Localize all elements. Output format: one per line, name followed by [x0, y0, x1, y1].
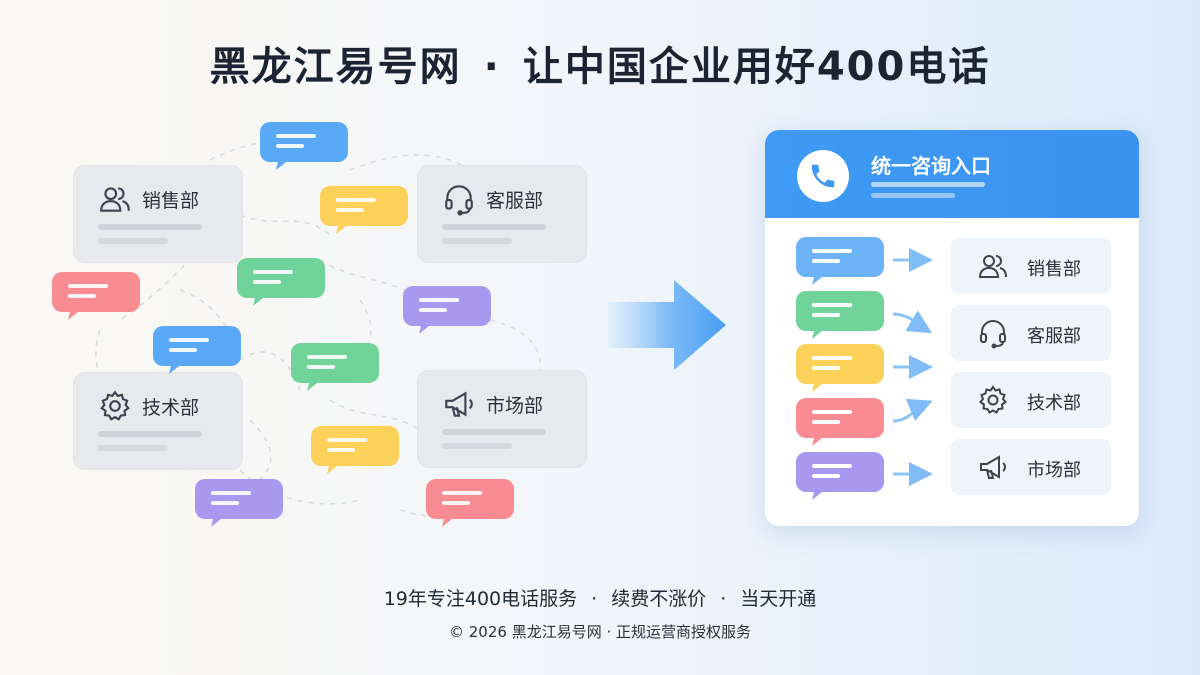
- unified-entry-panel: 统一咨询入口 销售部: [765, 130, 1139, 526]
- users-icon: [978, 255, 1007, 278]
- title-separator: ·: [483, 44, 501, 90]
- feature-item: 当天开通: [740, 588, 817, 610]
- route-bubble-green: [796, 291, 884, 339]
- dept-label: 客服部: [486, 189, 544, 212]
- route-dest-tech: 技术部: [951, 372, 1111, 428]
- feature-separator: ·: [720, 588, 727, 610]
- chat-bubble-yellow: [311, 426, 399, 474]
- chat-bubble-yellow: [320, 186, 408, 234]
- dept-label: 销售部: [142, 189, 200, 212]
- brand-name: 黑龙江易号网: [209, 44, 462, 90]
- dest-label: 技术部: [1027, 393, 1081, 414]
- chat-bubble-blue: [153, 326, 241, 374]
- dest-label: 销售部: [1027, 259, 1081, 280]
- chat-bubble-purple: [195, 479, 283, 527]
- feature-item: 19年专注400电话服务: [383, 588, 578, 610]
- feature-item: 续费不涨价: [611, 588, 707, 610]
- users-icon: [100, 187, 130, 212]
- gear-icon: [100, 390, 130, 421]
- feature-separator: ·: [591, 588, 598, 610]
- scattered-dept-service: 客服部: [417, 165, 587, 263]
- panel-header: 统一咨询入口: [765, 130, 1139, 218]
- megaphone-icon: [980, 455, 1006, 479]
- page-title: 黑龙江易号网 · 让中国企业用好400电话: [0, 34, 1200, 92]
- chat-bubble-purple: [403, 286, 491, 334]
- route-bubble-yellow: [796, 344, 884, 392]
- scattered-dept-marketing: 市场部: [417, 370, 587, 468]
- route-dest-service: 客服部: [951, 305, 1111, 361]
- gear-icon: [979, 385, 1007, 414]
- dest-label: 客服部: [1027, 326, 1081, 347]
- headset-icon: [980, 320, 1006, 349]
- scattered-dept-sales: 销售部: [73, 165, 243, 263]
- route-dest-sales: 销售部: [951, 238, 1111, 294]
- scattered-dept-tech: 技术部: [73, 372, 243, 470]
- megaphone-icon: [445, 391, 473, 417]
- route-bubble-red: [796, 398, 884, 446]
- route-bubble-purple: [796, 452, 884, 500]
- dept-label: 技术部: [142, 396, 200, 419]
- phone-icon: [797, 150, 849, 202]
- headset-icon: [445, 185, 473, 216]
- chat-bubble-red: [426, 479, 514, 527]
- chat-bubble-red: [52, 272, 140, 320]
- dest-label: 市场部: [1027, 460, 1081, 481]
- feature-line: 19年专注400电话服务 · 续费不涨价 · 当天开通: [0, 584, 1200, 611]
- dept-label: 市场部: [486, 394, 544, 417]
- copyright: © 2026 黑龙江易号网 · 正规运营商授权服务: [448, 623, 752, 641]
- chat-bubble-green: [237, 258, 325, 306]
- slogan: 让中国企业用好400电话: [522, 44, 991, 90]
- chat-bubble-green: [291, 343, 379, 391]
- routing-arrows: [892, 248, 933, 486]
- route-dest-marketing: 市场部: [951, 439, 1111, 495]
- route-bubble-blue: [796, 237, 884, 285]
- panel-title: 统一咨询入口: [871, 154, 991, 178]
- transform-arrow-icon: [608, 280, 726, 370]
- chat-bubble-blue: [260, 122, 348, 170]
